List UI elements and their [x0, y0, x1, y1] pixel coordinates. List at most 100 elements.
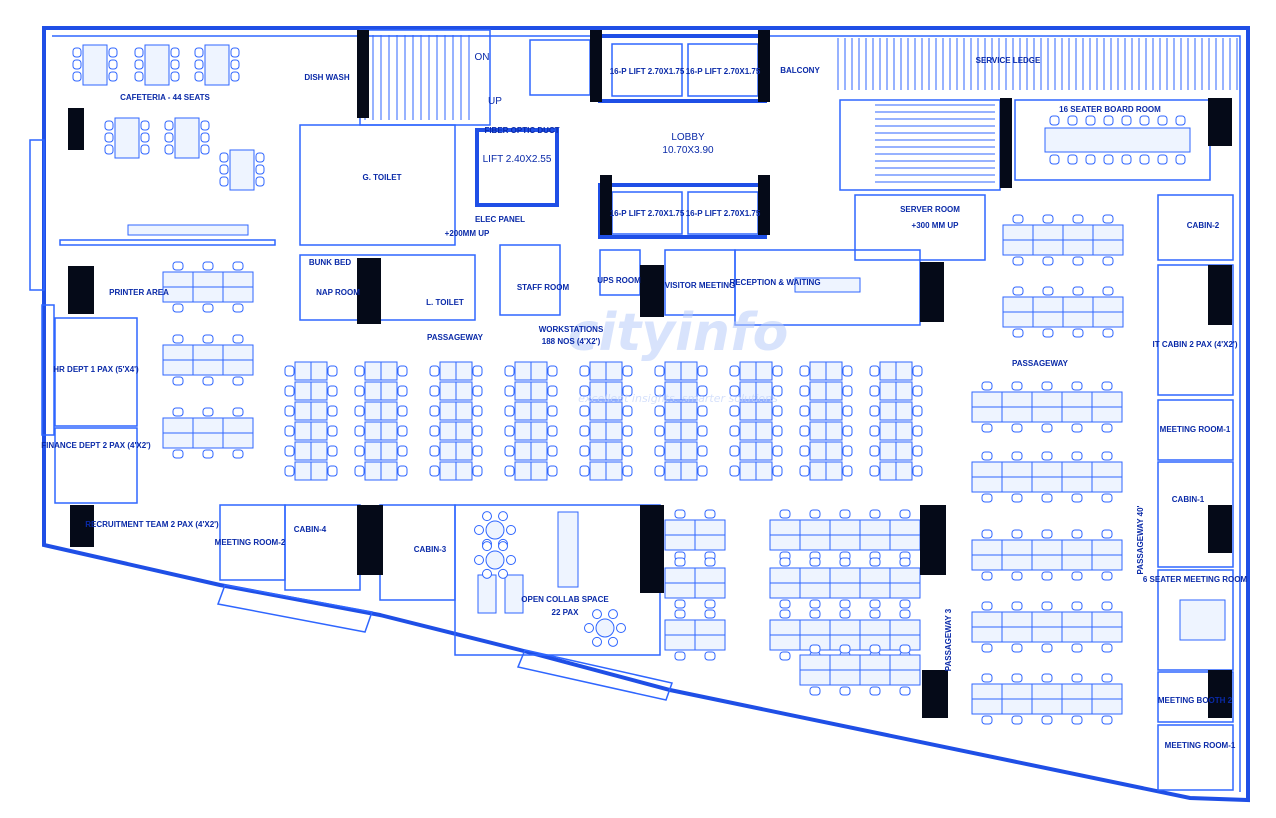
desk-chair — [1071, 673, 1083, 683]
workstation-desk — [680, 361, 698, 381]
it-cabin-room — [1157, 264, 1234, 396]
desk-chair — [704, 651, 716, 661]
east-desk — [1031, 461, 1063, 478]
board-chair — [1139, 154, 1150, 165]
workstation-desk — [589, 441, 607, 461]
south-desk — [769, 519, 801, 536]
east-desk — [1031, 391, 1063, 408]
cafeteria-chair — [200, 144, 210, 155]
workstation-desk — [755, 401, 773, 421]
west-desk — [222, 344, 254, 361]
workstation-chair — [354, 425, 365, 437]
staff-room — [499, 244, 561, 316]
desk-chair — [172, 407, 184, 417]
round-table-chair — [498, 541, 508, 552]
desk-chair — [674, 609, 686, 619]
workstation-chair — [547, 445, 558, 457]
desk-chair — [809, 557, 821, 567]
desk-chair — [1071, 451, 1083, 461]
east-desk — [1001, 611, 1033, 628]
cafeteria-chair — [134, 59, 144, 70]
label-six-seater: 6 SEATER MEETING ROOM — [1143, 575, 1248, 584]
workstation-chair — [622, 365, 633, 377]
cafeteria-table — [174, 117, 200, 159]
round-table-chair — [608, 636, 618, 647]
workstation-desk — [739, 441, 757, 461]
desk-chair — [1041, 493, 1053, 503]
east-desk — [1002, 224, 1034, 241]
desk-chair — [1101, 529, 1113, 539]
cafeteria-chair — [255, 176, 265, 187]
east-desk — [1092, 224, 1124, 241]
workstation-chair — [842, 465, 853, 477]
round-table-chair — [616, 623, 626, 633]
label-recruitment: RECRUITMENT TEAM 2 PAX (4'X2') — [85, 520, 219, 529]
east-desk — [1032, 239, 1064, 256]
workstation-chair — [842, 445, 853, 457]
south-desk — [829, 582, 861, 599]
workstation-chair — [799, 465, 810, 477]
west-desk — [162, 344, 194, 361]
board-chair — [1049, 115, 1060, 126]
desk-chair — [779, 599, 791, 609]
west-desk — [162, 417, 194, 434]
workstation-chair — [354, 465, 365, 477]
desk-chair — [899, 509, 911, 519]
label-plus-200: +200MM UP — [445, 229, 490, 238]
workstation-chair — [429, 385, 440, 397]
west-desk — [162, 271, 194, 288]
workstation-chair — [579, 365, 590, 377]
south-desk — [859, 654, 891, 671]
east-desk — [1091, 626, 1123, 643]
south-desk — [694, 619, 726, 636]
round-table — [595, 618, 615, 638]
cafeteria-chair — [200, 120, 210, 131]
label-passageway-40: PASSAGEWAY 40' — [1136, 505, 1145, 574]
desk-chair — [674, 557, 686, 567]
workstation-chair — [429, 445, 440, 457]
workstation-chair — [772, 425, 783, 437]
workstation-chair — [654, 405, 665, 417]
east-desk — [1062, 239, 1094, 256]
workstation-desk — [455, 401, 473, 421]
east-desk — [971, 611, 1003, 628]
workstation-chair — [397, 465, 408, 477]
workstation-chair — [799, 385, 810, 397]
board-chair — [1103, 154, 1114, 165]
cafeteria-chair — [194, 71, 204, 82]
east-desk — [1032, 311, 1064, 328]
workstation-chair — [397, 405, 408, 417]
workstation-desk — [879, 421, 897, 441]
cafeteria-partition — [59, 239, 276, 246]
desk-chair — [899, 609, 911, 619]
board-chair — [1067, 115, 1078, 126]
cabin-4-room — [284, 504, 361, 591]
workstation-chair — [654, 465, 665, 477]
south-window-1 — [216, 584, 373, 633]
workstation-chair — [842, 365, 853, 377]
desk-chair — [869, 599, 881, 609]
workstation-chair — [729, 385, 740, 397]
workstation-chair — [579, 465, 590, 477]
workstation-desk — [895, 421, 913, 441]
desk-chair — [704, 609, 716, 619]
cafeteria-chair — [72, 71, 82, 82]
workstation-chair — [729, 425, 740, 437]
east-desk — [1001, 683, 1033, 700]
workstation-desk — [439, 421, 457, 441]
stair-treads — [364, 35, 470, 120]
workstation-desk — [605, 441, 623, 461]
label-server-room-sub: +300 MM UP — [912, 221, 960, 230]
east-desk — [1002, 239, 1034, 256]
workstation-desk — [605, 421, 623, 441]
south-desk — [889, 534, 921, 551]
workstation-chair — [327, 465, 338, 477]
board-chair — [1121, 115, 1132, 126]
six-seater-room — [1157, 569, 1234, 671]
round-table — [485, 550, 505, 570]
workstation-desk — [294, 401, 312, 421]
east-desk — [1031, 554, 1063, 571]
cafeteria-chair — [200, 132, 210, 143]
workstation-desk — [514, 441, 532, 461]
workstation-chair — [912, 425, 923, 437]
